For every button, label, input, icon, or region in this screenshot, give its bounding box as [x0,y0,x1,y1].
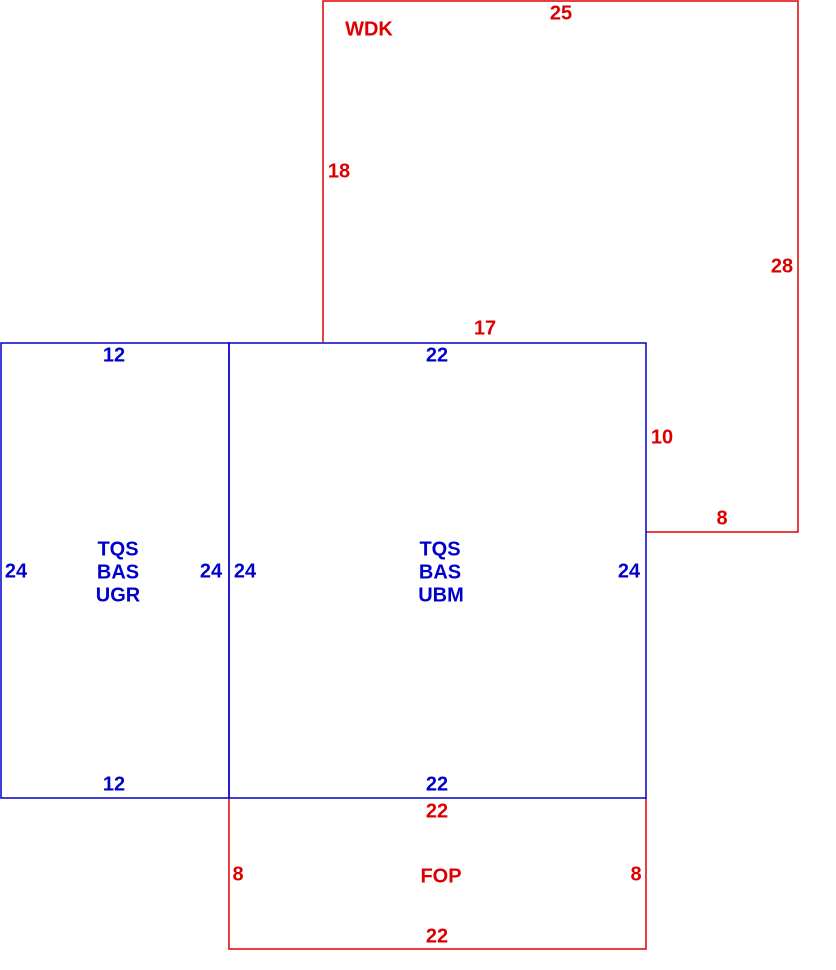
ugr-code-line-1: TQS [97,538,138,560]
fop-left-dimension: 8 [232,863,243,885]
ugr-top-dimension: 12 [103,344,125,366]
ugr-bottom-dimension: 12 [103,773,125,795]
fop-bottom-dimension: 22 [426,925,448,947]
ubm-code-line-3: UBM [418,584,464,606]
ugr-right-dimension: 24 [200,560,223,582]
fop-outline [228,798,647,950]
wdk-code: WDK [345,18,393,40]
ubm-left-dimension: 24 [234,560,257,582]
ubm-outline [228,342,647,799]
wdk-top-dimension: 25 [550,2,572,24]
fop-right-dimension: 8 [630,863,641,885]
ugr-code-line-3: UGR [96,584,141,606]
ugr-code-line-2: BAS [97,561,139,583]
wdk-left-dimension: 18 [328,160,350,182]
ubm-code-line-2: BAS [419,561,461,583]
ubm-bottom-dimension: 22 [426,773,448,795]
wdk-bottom-step-dimension: 8 [716,507,727,529]
ugr-left-dimension: 24 [5,560,28,582]
wdk-inner-vertical-dimension: 10 [651,426,673,448]
fop-code: FOP [420,865,461,887]
ubm-code-line-1: TQS [419,538,460,560]
wdk-outline [322,0,799,533]
fop-top-dimension: 22 [426,800,448,822]
ubm-right-dimension: 24 [618,560,641,582]
wdk-bottom-inner-dimension: 17 [474,317,496,339]
ubm-top-dimension: 22 [426,344,448,366]
wdk-right-dimension: 28 [771,255,793,277]
